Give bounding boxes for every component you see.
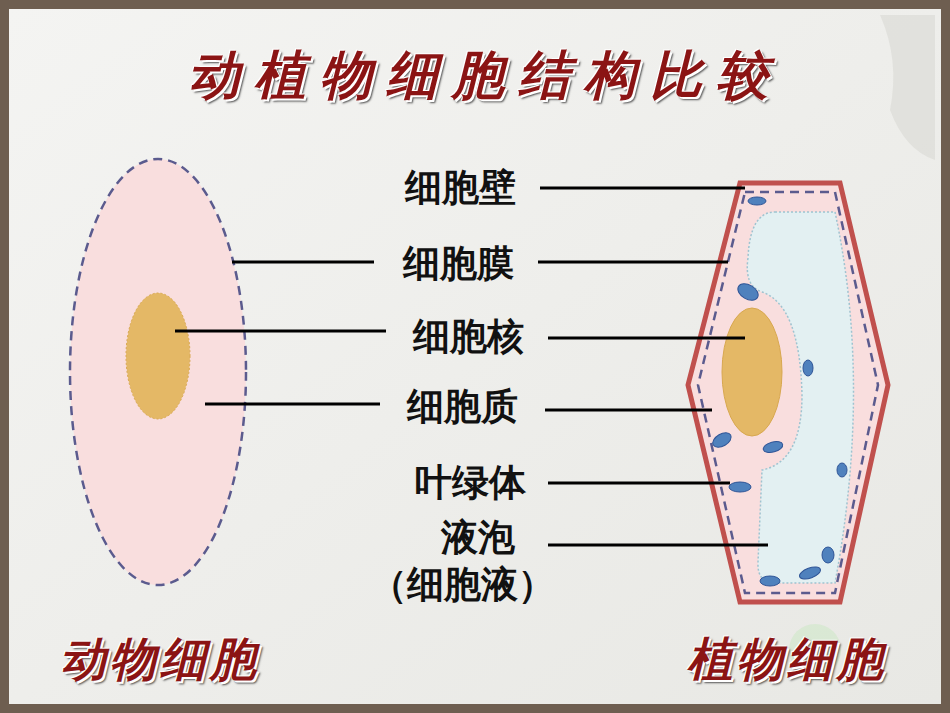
leader-lines <box>175 188 768 545</box>
cell-name: 植物细胞 <box>687 629 887 691</box>
part-label: 细胞壁 <box>405 163 516 213</box>
plant-cell-wall <box>688 183 888 602</box>
part-label: 细胞膜 <box>403 239 514 289</box>
animal-nucleus <box>126 293 190 419</box>
plant-nucleus <box>722 308 782 436</box>
part-label: 细胞核 <box>413 312 524 362</box>
chloroplasts <box>710 197 847 586</box>
cell-name: 动物细胞 <box>60 629 260 691</box>
plant-cell-membrane <box>698 192 878 593</box>
part-label: （细胞液） <box>370 560 555 610</box>
part-label: 细胞质 <box>407 382 518 432</box>
part-label: 液泡 <box>441 513 515 563</box>
ink-decoration <box>880 15 935 160</box>
slide-panel <box>9 9 941 704</box>
slide-title: 动植物细胞结构比较 <box>188 41 782 111</box>
part-label: 叶绿体 <box>415 458 526 508</box>
animal-cell-membrane <box>70 159 246 585</box>
